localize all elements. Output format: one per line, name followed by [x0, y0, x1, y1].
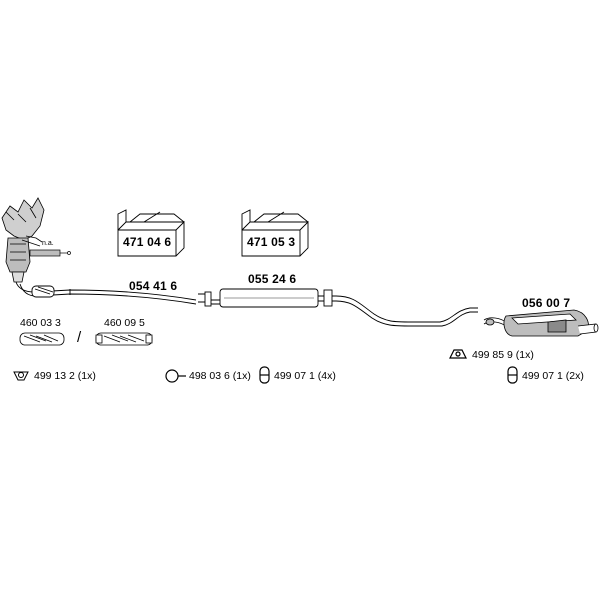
- fitting-label: 499 07 1 (2x): [522, 370, 584, 382]
- pipe-sleeve-icon: [95, 332, 153, 346]
- middle-silencer: [198, 288, 478, 327]
- fitting-label: 499 07 1 (4x): [274, 370, 336, 382]
- rubber-hanger-icon: [507, 366, 518, 384]
- fitting-label: 499 13 2 (1x): [34, 370, 96, 382]
- pipe-sleeve-icon: [19, 332, 65, 346]
- front-pipe: [15, 281, 197, 305]
- box-code: 471 04 6: [123, 235, 172, 249]
- clamp-ring-icon: [165, 369, 186, 383]
- fitting-label: 499 85 9 (1x): [472, 349, 534, 361]
- rear-silencer: [483, 309, 599, 337]
- middle-silencer-code: 055 24 6: [248, 272, 297, 286]
- rear-silencer-code: 056 00 7: [522, 296, 571, 310]
- sleeve-separator: /: [77, 329, 82, 346]
- sleeve-code: 460 09 5: [104, 317, 145, 329]
- mounting-bracket-icon: [449, 349, 467, 359]
- sensor-note: n.a.: [42, 240, 54, 247]
- box-icon: [241, 209, 309, 257]
- box-code: 471 05 3: [247, 235, 296, 249]
- front-pipe-code: 054 41 6: [129, 279, 178, 293]
- box-icon: [117, 209, 185, 257]
- oxygen-sensor: [21, 239, 71, 257]
- manifold-catalyst: [1, 197, 45, 283]
- sleeve-code: 460 03 3: [20, 317, 61, 329]
- gasket-ring-icon: [13, 371, 29, 381]
- rubber-hanger-icon: [259, 366, 270, 384]
- fitting-label: 498 03 6 (1x): [189, 370, 251, 382]
